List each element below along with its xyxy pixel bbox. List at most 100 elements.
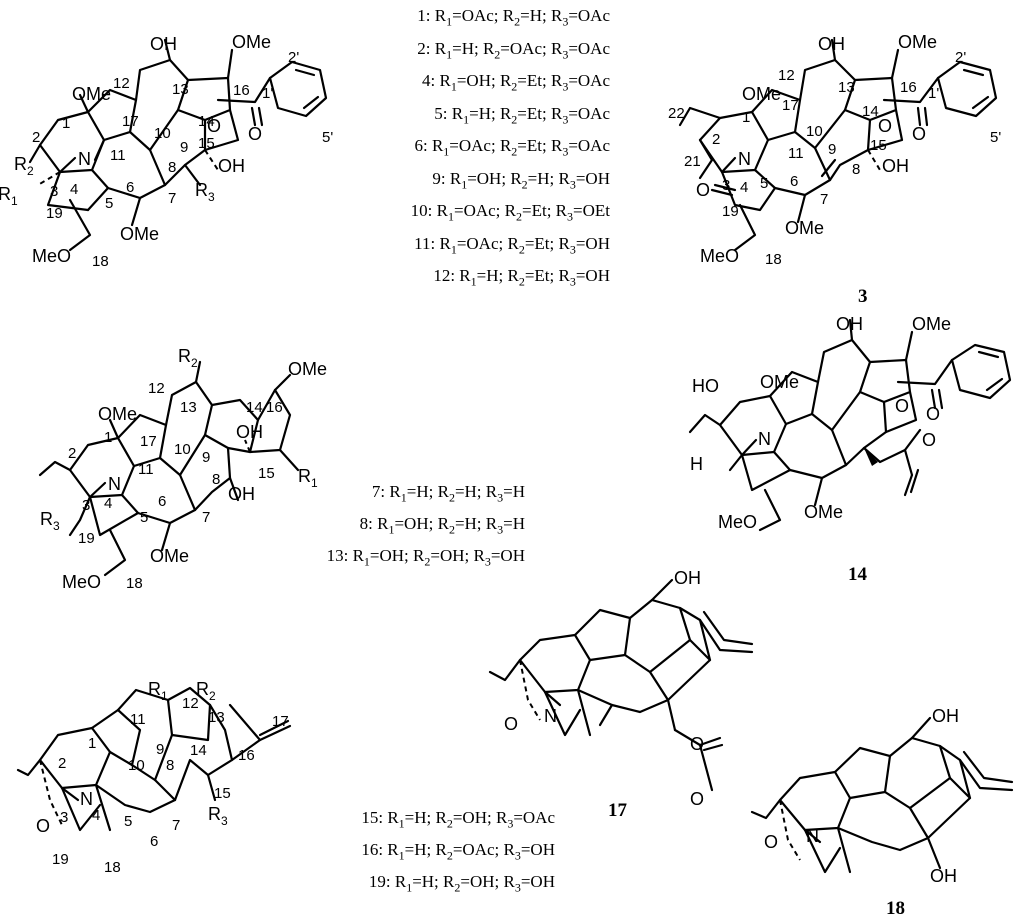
substituent-r1: R1=OH; <box>449 168 511 191</box>
s14-meo: MeO <box>718 512 757 532</box>
substituent-r2: R2=OAc; <box>482 38 551 61</box>
substituent-r3: R3=OAc <box>550 6 610 29</box>
s3-p5: 5' <box>990 129 1001 146</box>
s3-n16: 16 <box>900 79 917 96</box>
compound-id: 15: <box>361 808 388 827</box>
c-n5: 5 <box>124 813 132 830</box>
b-n13: 13 <box>180 399 197 416</box>
s14-o-ring: O <box>895 396 909 416</box>
structure-18 <box>750 716 1014 874</box>
c-r3: R3 <box>208 804 228 828</box>
compound-id: 16: <box>361 840 388 859</box>
s14-o-acetate: O <box>922 430 936 450</box>
c-r1-subscript: 1 <box>161 689 168 703</box>
substituent-r3: R3=OH <box>503 840 556 863</box>
a-r2: R2 <box>14 154 34 178</box>
a-meo: MeO <box>32 246 71 266</box>
substituent-r1: R1=OAc; <box>439 233 508 256</box>
compound-id: 2: <box>417 38 435 58</box>
compound-id: 1: <box>417 6 435 25</box>
c-n19: 19 <box>52 851 69 868</box>
b-n1: 1 <box>104 429 112 446</box>
substituent-r1: R1=H; <box>387 840 436 863</box>
c-r2: R2 <box>196 679 216 703</box>
s3-n19: 19 <box>722 203 739 220</box>
a-p2: 2' <box>288 49 299 66</box>
s3-n12: 12 <box>778 67 795 84</box>
b-n3: 3 <box>82 497 90 514</box>
substituent-r3: R3=OH <box>473 546 526 569</box>
c-n6: 6 <box>150 833 158 850</box>
b-n8: 8 <box>212 471 220 488</box>
c-n9: 9 <box>156 741 164 758</box>
b-r2: R2 <box>178 346 198 370</box>
b-oh-14: OH <box>236 422 263 442</box>
a-n3: 3 <box>50 183 58 200</box>
substituent-r3: R3=OH <box>558 168 611 191</box>
c-r3-subscript: 3 <box>221 814 228 828</box>
a-n18: 18 <box>92 253 109 270</box>
s14-n: N <box>758 429 771 449</box>
a-n9: 9 <box>180 139 188 156</box>
substituent-r2: R2=H; <box>510 168 559 191</box>
substituent-row: 7: R1=H; R2=H; R3=H <box>372 482 525 505</box>
b-n6: 6 <box>158 493 166 510</box>
b-n14: 14 <box>246 399 263 416</box>
s3-n7: 7 <box>820 191 828 208</box>
s17-n: N <box>544 706 557 726</box>
substituent-r3: R3=OH <box>558 233 611 256</box>
compound-id: 10: <box>410 201 437 220</box>
a-n4: 4 <box>70 181 78 198</box>
structure-3 <box>678 38 998 252</box>
substituent-r3: R3=OH <box>558 266 611 289</box>
s3-n13: 13 <box>838 79 855 96</box>
s14-ome-16: OMe <box>912 314 951 334</box>
s14-h: H <box>690 454 703 474</box>
b-r3-subscript: 3 <box>53 519 60 533</box>
c-n1: 1 <box>88 735 96 752</box>
a-n1: 1 <box>62 115 70 132</box>
substituent-r2: R2=OAc; <box>435 840 504 863</box>
a-n10: 10 <box>154 125 171 142</box>
substituent-row: 6: R1=OAc; R2=Et; R3=OAc <box>414 136 610 159</box>
s14-oh: OH <box>836 314 863 334</box>
s14-ome-6: OMe <box>804 502 843 522</box>
b-r3: R3 <box>40 509 60 533</box>
c-n4: 4 <box>92 807 100 824</box>
c-n2: 2 <box>58 755 66 772</box>
substituent-r2: R2=OH; <box>443 872 504 895</box>
substituent-r3: R3=OAc <box>550 38 610 61</box>
s3-n3: 3 <box>722 177 730 194</box>
substituent-r2: R2=H; <box>502 6 551 29</box>
structure-17 <box>488 578 754 792</box>
a-oh-15: OH <box>218 156 245 176</box>
c-r1: R1 <box>148 679 168 703</box>
s18-oh-top: OH <box>932 706 959 726</box>
b-r1-subscript: 1 <box>311 476 318 490</box>
c-n3: 3 <box>60 809 68 826</box>
substituent-row: 8: R1=OH; R2=H; R3=H <box>360 514 525 537</box>
a-r3-subscript: 3 <box>208 190 215 204</box>
substituent-r1: R1=OH; <box>439 71 500 94</box>
c-n11: 11 <box>130 711 146 728</box>
substituent-r3: R3=H <box>485 514 525 537</box>
b-meo: MeO <box>62 572 101 592</box>
compound-id: 13: <box>326 546 353 565</box>
compound-18-label: 18 <box>886 898 905 918</box>
c-n14: 14 <box>190 742 207 759</box>
a-n8: 8 <box>168 159 176 176</box>
c-n12: 12 <box>182 695 199 712</box>
substituent-row: 10: R1=OAc; R2=Et; R3=OEt <box>411 201 610 224</box>
substituent-r2: R2=OH; <box>413 546 474 569</box>
substituent-r3: R3=OAc <box>550 103 610 126</box>
c-n15: 15 <box>214 785 231 802</box>
b-n2: 2 <box>68 445 76 462</box>
c-n7: 7 <box>172 817 180 834</box>
a-n12: 12 <box>113 75 130 92</box>
substituent-row: 19: R1=H; R2=OH; R3=OH <box>369 872 555 895</box>
s3-n1: 1 <box>742 109 750 126</box>
b-n12: 12 <box>148 380 165 397</box>
s3-n: N <box>738 149 751 169</box>
substituent-r1: R1=H; <box>451 103 500 126</box>
